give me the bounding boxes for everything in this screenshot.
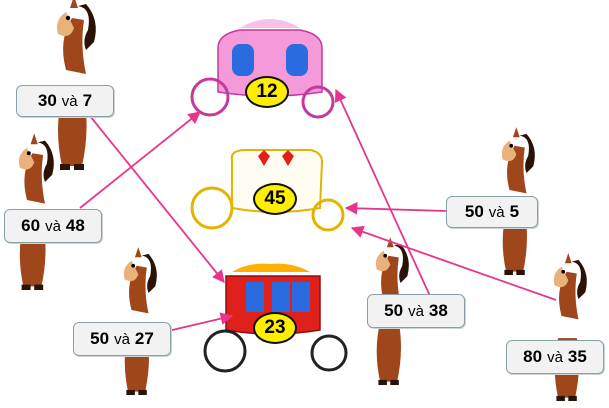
match-arrow-3 <box>167 312 234 332</box>
pair-joiner: và <box>547 348 563 366</box>
match-arrow-2 <box>79 111 201 209</box>
match-arrow-6 <box>350 225 557 301</box>
pair-first-number: 80 <box>523 347 543 366</box>
pair-first-number: 50 <box>90 329 110 348</box>
pair-first-number: 60 <box>21 216 41 235</box>
pair-second-number: 7 <box>82 91 93 110</box>
pair-joiner: và <box>61 92 78 110</box>
match-arrow-5 <box>334 88 431 297</box>
match-arrow-4 <box>344 202 447 215</box>
pair-second-number: 27 <box>134 329 154 348</box>
horse-illustration-6 <box>553 253 587 401</box>
carriage-value-badge-3: 23 <box>253 312 297 344</box>
carriage-illustration-1 <box>190 19 335 119</box>
pair-first-number: 30 <box>37 91 57 110</box>
pair-second-number: 38 <box>428 301 448 320</box>
carriage-value-badge-1: 12 <box>245 76 289 108</box>
pair-joiner: và <box>488 203 505 221</box>
pair-second-number: 48 <box>65 216 85 235</box>
pair-first-number: 50 <box>464 202 484 221</box>
pair-joiner: và <box>408 302 424 320</box>
pair-first-number: 50 <box>384 301 404 320</box>
pair-second-number: 35 <box>567 347 587 366</box>
carriage-value-badge-2: 45 <box>253 183 297 215</box>
pair-second-number: 5 <box>509 202 520 221</box>
pair-joiner: và <box>114 330 130 348</box>
pair-joiner: và <box>45 217 61 235</box>
match-arrow-1 <box>89 115 225 283</box>
carriage-illustration-3 <box>203 263 348 373</box>
